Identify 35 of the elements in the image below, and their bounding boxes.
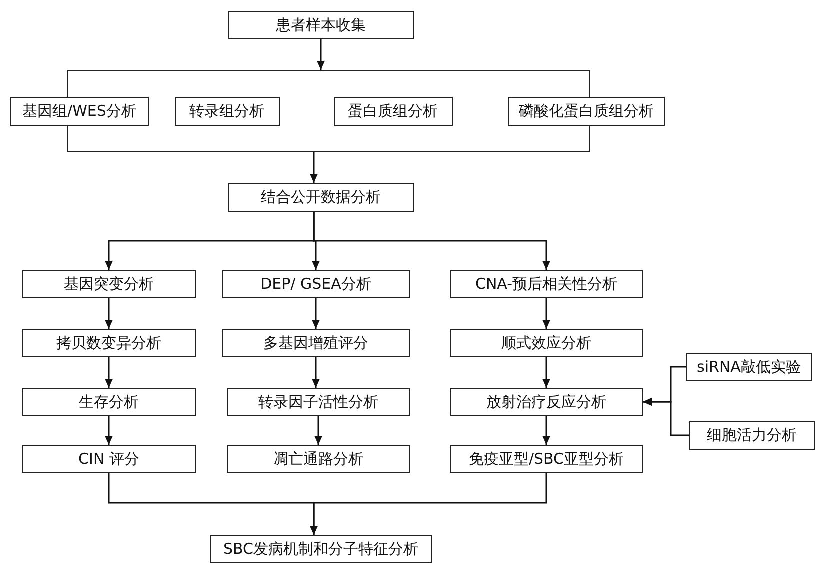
process-box: CNA-预后相关性分析 bbox=[450, 270, 643, 298]
process-box: 顺式效应分析 bbox=[450, 329, 643, 357]
process-box: CIN 评分 bbox=[22, 445, 196, 473]
process-box: 磷酸化蛋白质组分析 bbox=[508, 97, 665, 126]
arrow bbox=[310, 473, 548, 535]
process-box: 患者样本收集 bbox=[228, 11, 414, 39]
process-box: 拷贝数变异分析 bbox=[22, 329, 196, 357]
process-box: 生存分析 bbox=[22, 388, 196, 416]
process-box: 结合公开数据分析 bbox=[228, 183, 414, 212]
arrow bbox=[313, 212, 550, 270]
arrow bbox=[310, 152, 318, 183]
arrow bbox=[314, 416, 322, 445]
arrow bbox=[542, 298, 550, 329]
process-box: siRNA敲低实验 bbox=[686, 353, 812, 381]
arrow bbox=[312, 357, 320, 388]
process-box: SBC发病机制和分子特征分析 bbox=[210, 535, 432, 563]
arrow bbox=[105, 416, 113, 445]
process-box: 基因突变分析 bbox=[22, 270, 196, 298]
arrow bbox=[643, 398, 689, 436]
process-box: 基因组/WES分析 bbox=[10, 97, 149, 126]
arrow bbox=[542, 357, 550, 388]
process-box: 蛋白质组分析 bbox=[334, 96, 452, 126]
process-box: DEP/ GSEA分析 bbox=[222, 270, 410, 298]
arrow bbox=[317, 39, 325, 70]
arrow bbox=[312, 298, 320, 329]
process-box: 多基因增殖评分 bbox=[222, 329, 410, 357]
arrow bbox=[542, 416, 550, 445]
arrow bbox=[105, 298, 113, 329]
process-box: 放射治疗反应分析 bbox=[450, 388, 643, 416]
process-box: 转录组分析 bbox=[174, 96, 280, 126]
process-box: 免疫亚型/SBC亚型分析 bbox=[450, 445, 643, 473]
process-box: 细胞活力分析 bbox=[689, 421, 815, 450]
process-box: 凋亡通路分析 bbox=[227, 445, 410, 473]
arrow bbox=[105, 357, 113, 388]
process-box: 转录因子活性分析 bbox=[227, 388, 410, 416]
